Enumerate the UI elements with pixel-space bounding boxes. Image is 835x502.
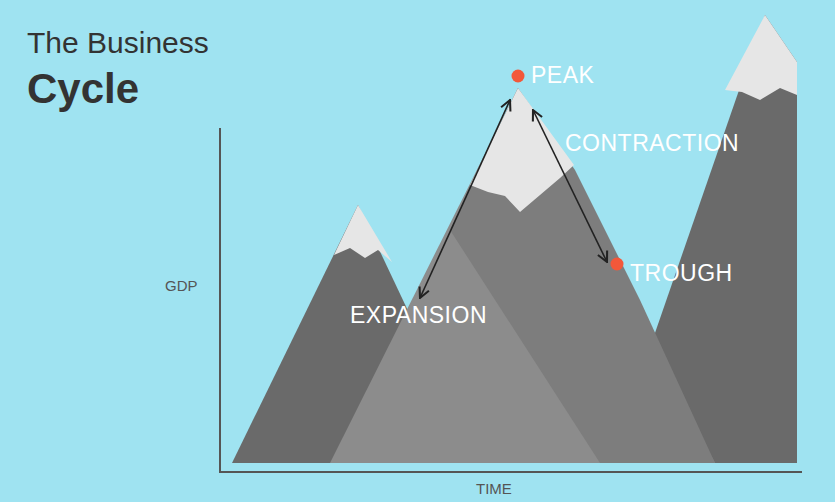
- snow-cap: [725, 15, 797, 100]
- peak-dot: [512, 70, 525, 83]
- axis-label: GDP: [165, 277, 198, 294]
- phase-label: TROUGH: [630, 260, 733, 286]
- diagram-title: The Business Cycle: [27, 20, 252, 112]
- snow-cap: [470, 88, 574, 212]
- trough-dot: [611, 258, 624, 271]
- expansion-arrow: [420, 100, 510, 298]
- phase-label: CONTRACTION: [565, 130, 739, 156]
- phase-label: EXPANSION: [350, 302, 487, 328]
- axis-label: TIME: [476, 480, 512, 497]
- x-axis: [219, 471, 802, 473]
- snow-cap: [334, 205, 392, 262]
- phase-label: PEAK: [531, 62, 594, 88]
- y-axis: [219, 128, 221, 472]
